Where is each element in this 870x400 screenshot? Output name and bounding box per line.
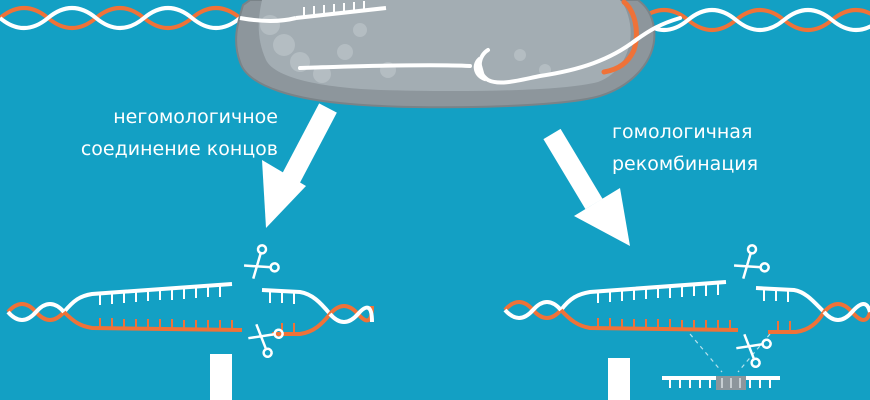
nhej-label-line-2: соединение концов [80, 138, 278, 160]
hr-cut-dna-icon [503, 280, 870, 334]
repair-template-icon [662, 376, 780, 390]
cas9-protein-icon [235, 0, 682, 109]
hr-template-guide-lines [689, 333, 771, 373]
arrow-to-nhej-icon [262, 103, 337, 228]
top-right-dna-helix-icon [638, 8, 870, 32]
hr-label-line-2: рекомбинация [612, 153, 759, 175]
nhej-bottom-scissors-icon [248, 323, 284, 359]
hr-label-line-1: гомологичная [612, 121, 753, 143]
nhej-cut-dna-icon [6, 282, 374, 336]
nhej-label: негомологичное соединение концов [81, 101, 278, 165]
hr-top-scissors-icon [733, 244, 770, 280]
hr-label: гомологичная рекомбинация [612, 116, 758, 180]
hr-bottom-scissors-icon [736, 333, 772, 369]
top-left-dna-helix-icon [0, 6, 242, 30]
hr-down-arrow-icon [608, 358, 630, 400]
nhej-label-line-1: негомологичное [113, 106, 278, 128]
nhej-top-scissors-icon [243, 244, 280, 280]
nhej-down-arrow-icon [210, 354, 232, 400]
arrow-to-hr-icon [543, 128, 630, 246]
